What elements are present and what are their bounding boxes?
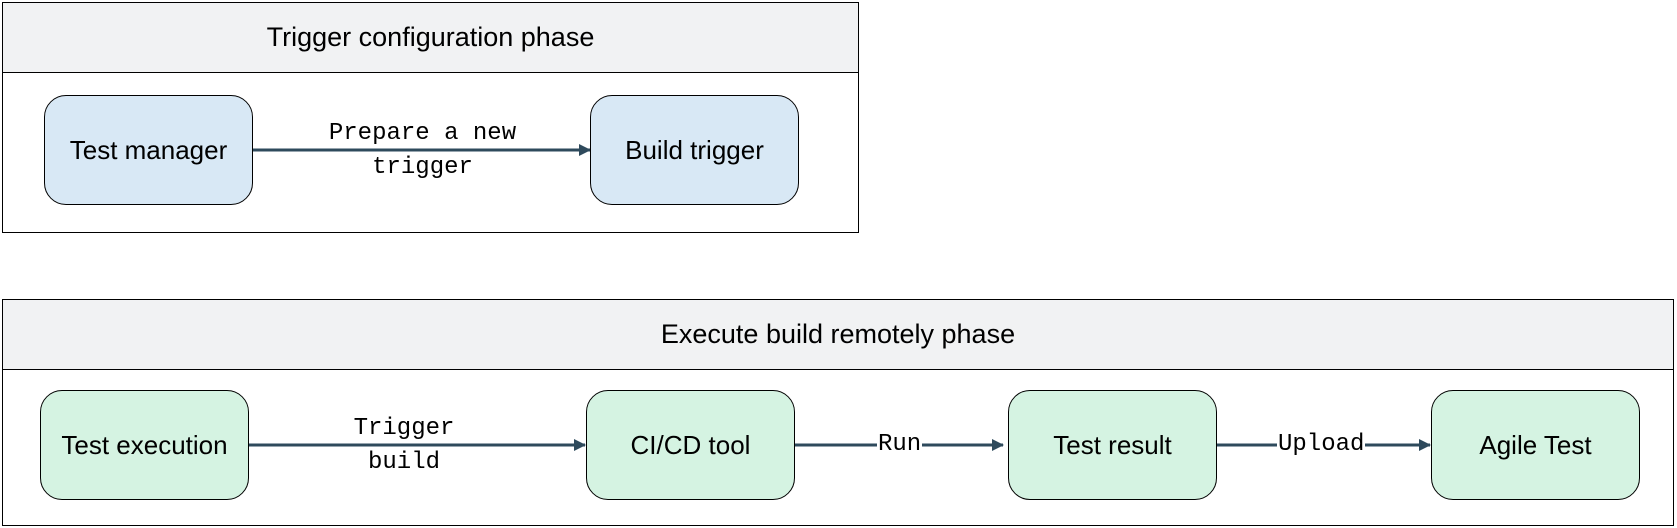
node-label: Build trigger [625,134,764,165]
node-label: Test manager [69,134,228,165]
execute-build-remotely-phase: Execute build remotely phase [2,299,1674,526]
edge-label-run: Run [877,428,923,462]
node-test-manager: Test manager [44,95,253,205]
node-agile-test: Agile Test [1431,390,1640,500]
edge-label-upload: Upload [1277,428,1366,462]
edge-label-prepare-trigger: Prepare a new trigger [328,120,517,181]
node-cicd-tool: CI/CD tool [586,390,795,500]
phase-title: Execute build remotely phase [3,300,1673,370]
edge-label-trigger-build: Trigger build [353,415,455,476]
node-test-result: Test result [1008,390,1217,500]
node-test-execution: Test execution [40,390,249,500]
node-label: CI/CD tool [630,429,751,460]
node-label: Test execution [61,429,228,460]
node-label: Agile Test [1479,429,1592,460]
node-build-trigger: Build trigger [590,95,799,205]
phase-title: Trigger configuration phase [3,3,858,73]
node-label: Test result [1053,429,1172,460]
